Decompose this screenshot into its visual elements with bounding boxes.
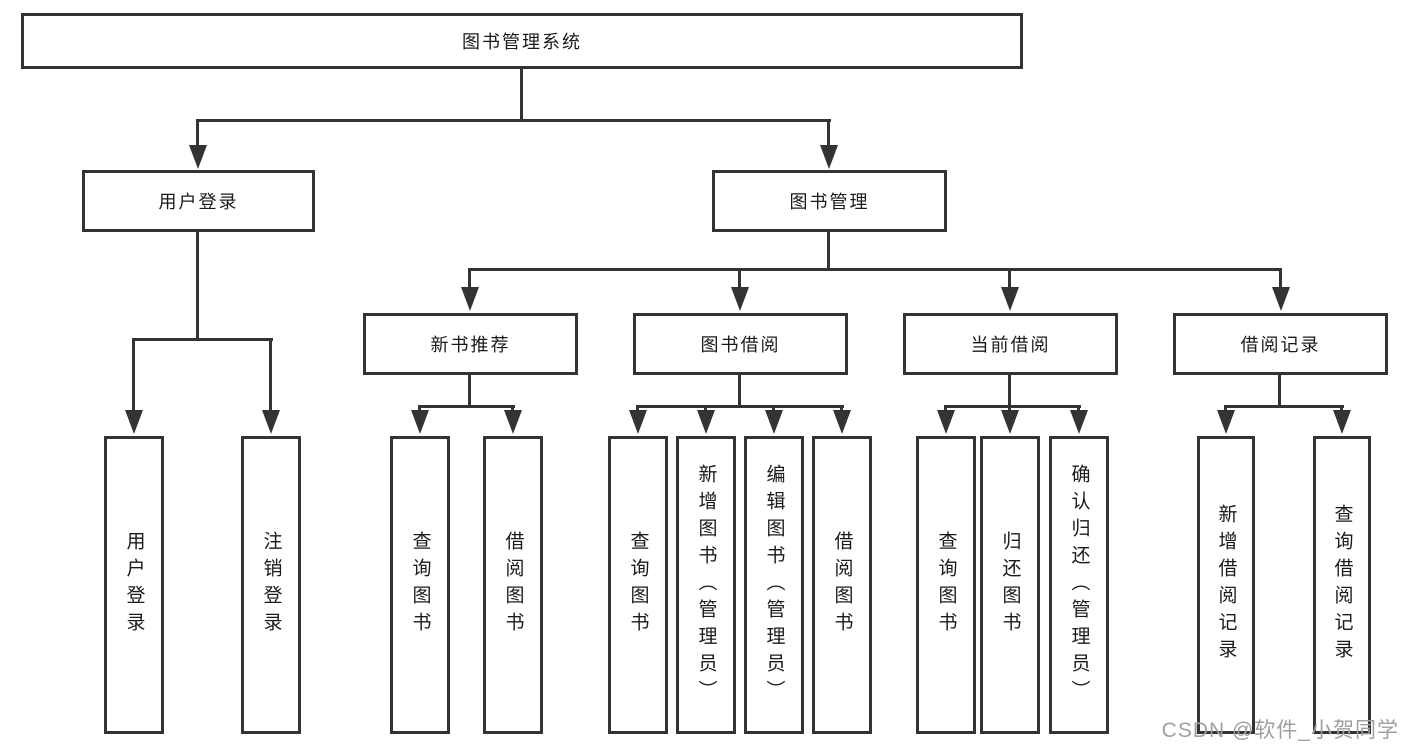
connector-line — [1008, 268, 1011, 289]
node-book-borrowing: 图书借阅 — [633, 313, 848, 375]
leaf-login-user-login: 用户登录 — [104, 436, 164, 734]
node-user-login: 用户登录 — [82, 170, 315, 232]
leaf-borrowing-add-books-admin: 新增图书（管理员） — [676, 436, 736, 734]
arrow-down-icon — [1001, 287, 1019, 311]
leaf-records-query-record: 查询借阅记录 — [1313, 436, 1371, 734]
node-current-borrowing: 当前借阅 — [903, 313, 1118, 375]
leaf-recommend-query-books: 查询图书 — [390, 436, 450, 734]
connector-line — [419, 405, 515, 408]
connector-line — [196, 232, 199, 341]
arrow-down-icon — [629, 410, 647, 434]
connector-line — [1077, 405, 1080, 414]
arrow-down-icon — [189, 145, 207, 169]
connector-line — [511, 405, 514, 414]
arrow-down-icon — [1217, 410, 1235, 434]
connector-line — [269, 338, 272, 414]
node-new-book-recommend: 新书推荐 — [363, 313, 578, 375]
connector-line — [738, 375, 741, 408]
leaf-borrowing-edit-books-admin: 编辑图书（管理员） — [744, 436, 804, 734]
arrow-down-icon — [833, 410, 851, 434]
arrow-down-icon — [504, 410, 522, 434]
connector-line — [133, 338, 273, 341]
connector-line — [840, 405, 843, 414]
leaf-current-return-books: 归还图书 — [980, 436, 1040, 734]
connector-line — [468, 375, 471, 408]
connector-line — [1225, 405, 1344, 408]
arrow-down-icon — [820, 145, 838, 169]
leaf-current-confirm-return-admin: 确认归还（管理员） — [1049, 436, 1109, 734]
connector-line — [637, 405, 844, 408]
connector-line — [1279, 268, 1282, 289]
arrow-down-icon — [697, 410, 715, 434]
arrow-down-icon — [411, 410, 429, 434]
leaf-borrowing-query-books: 查询图书 — [608, 436, 668, 734]
node-root: 图书管理系统 — [21, 13, 1023, 69]
connector-line — [772, 405, 775, 414]
leaf-records-add-record: 新增借阅记录 — [1197, 436, 1255, 734]
connector-line — [132, 338, 135, 414]
arrow-down-icon — [262, 410, 280, 434]
arrow-down-icon — [937, 410, 955, 434]
node-book-management: 图书管理 — [712, 170, 947, 232]
connector-line — [1224, 405, 1227, 414]
arrow-down-icon — [1001, 410, 1019, 434]
connector-line — [827, 119, 830, 147]
connector-line — [1278, 375, 1281, 408]
leaf-current-query-books: 查询图书 — [916, 436, 976, 734]
connector-line — [945, 405, 1081, 408]
connector-line — [827, 232, 830, 271]
connector-line — [197, 119, 831, 122]
connector-line — [469, 268, 1282, 271]
node-borrowing-records: 借阅记录 — [1173, 313, 1388, 375]
arrow-down-icon — [125, 410, 143, 434]
arrow-down-icon — [765, 410, 783, 434]
connector-line — [1008, 405, 1011, 414]
leaf-login-logout: 注销登录 — [241, 436, 301, 734]
arrow-down-icon — [461, 287, 479, 311]
watermark: CSDN @软件_小贺同学 — [1161, 719, 1399, 742]
arrow-down-icon — [1272, 287, 1290, 311]
connector-line — [418, 405, 421, 414]
arrow-down-icon — [1333, 410, 1351, 434]
leaf-recommend-borrow-books: 借阅图书 — [483, 436, 543, 734]
arrow-down-icon — [731, 287, 749, 311]
connector-line — [704, 405, 707, 414]
connector-line — [520, 69, 523, 120]
connector-line — [944, 405, 947, 414]
arrow-down-icon — [1070, 410, 1088, 434]
connector-line — [636, 405, 639, 414]
connector-line — [738, 268, 741, 289]
connector-line — [468, 268, 471, 289]
leaf-borrowing-borrow-books: 借阅图书 — [812, 436, 872, 734]
connector-line — [1340, 405, 1343, 414]
connector-line — [1008, 375, 1011, 408]
connector-line — [196, 119, 199, 147]
